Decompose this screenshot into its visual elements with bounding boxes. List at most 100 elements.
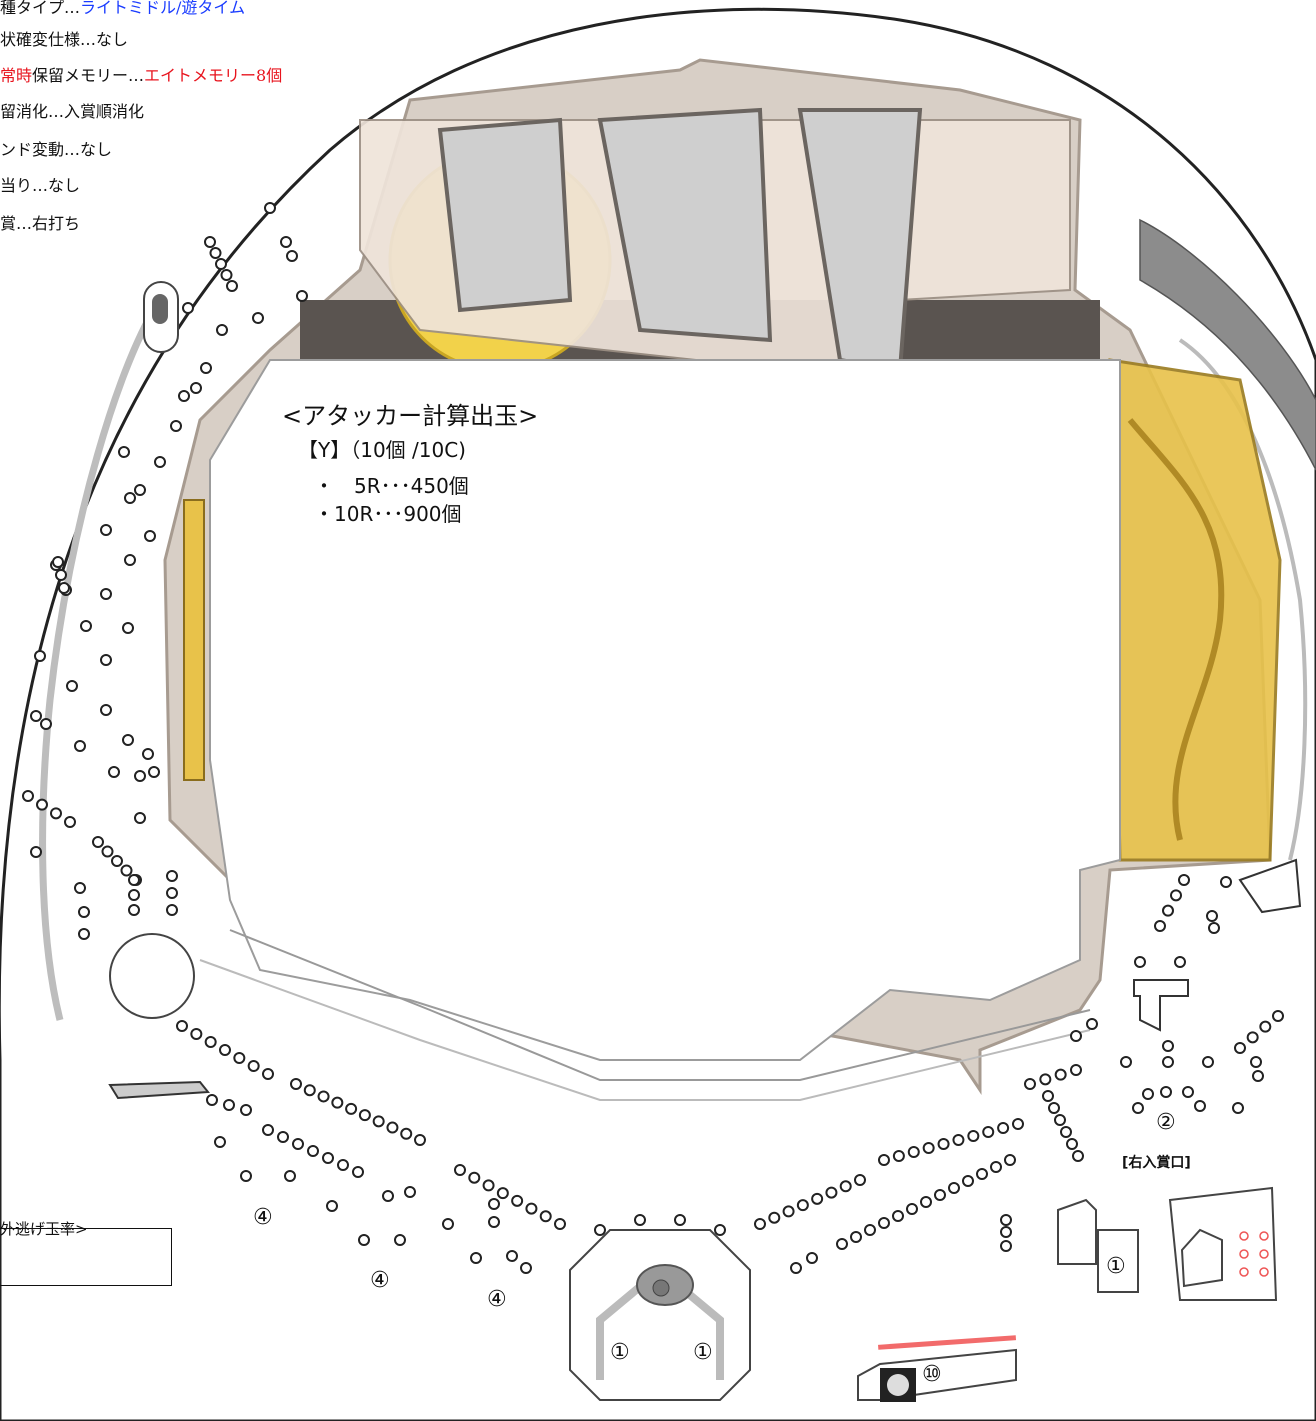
nail-pin [215,258,227,270]
nail-pin [296,290,308,302]
spec-line-type: 種タイプ…ライトミドル/遊タイム [0,0,245,18]
nail-pin [233,1052,246,1064]
nail-pin [176,1020,188,1032]
nail-pin [634,1214,646,1226]
nail-pin [1162,904,1174,917]
spec-line-hold: 留消化…入賞順消化 [0,102,145,121]
marker-1-pocket: ① [1106,1254,1126,1279]
nail-pin [1246,1031,1259,1044]
red-bar [878,1335,1017,1350]
lower-frame-line [229,929,1091,1081]
nail-pin [307,1145,319,1157]
nail-pin [594,1224,606,1236]
nail-pin [1120,1056,1132,1068]
nail-pin [1024,1078,1036,1090]
nail-pin [120,864,133,877]
nail-pin [1234,1042,1246,1054]
nail-pin [1154,920,1166,932]
nail-pin [100,654,112,666]
nail-pin [1004,1154,1016,1166]
nail-pin [892,1210,904,1222]
nail-pin [358,1109,371,1122]
nail-pin [948,1182,960,1194]
nail-pin [539,1210,552,1223]
nail-pin [864,1224,876,1236]
nail-pin [262,1068,274,1080]
nail-pin [1000,1226,1012,1238]
nail-pin [1012,1118,1024,1130]
nail-pin [290,1078,302,1090]
nail-pin [144,530,156,542]
nail-pin [30,710,42,722]
nail-pin [178,390,190,402]
nail-pin [967,1130,980,1142]
nail-pin [850,1231,862,1243]
nail-pin [122,734,134,746]
nail-pin [1208,922,1220,934]
nail-pin [854,1174,866,1186]
nail-pin [1070,1030,1082,1042]
marker-4-a: ④ [253,1205,273,1230]
nail-pin [118,446,130,458]
nail-pin [372,1115,385,1128]
nail-pin [124,492,136,504]
nail-pin [262,1124,274,1136]
nail-pin [124,554,136,566]
nail-pin [382,1190,394,1202]
nail-pin [796,1199,809,1212]
nail-pin [952,1134,965,1146]
marker-1-left: ① [610,1340,630,1365]
nail-pin [74,740,86,752]
nail-pin [148,766,160,778]
nail-pin [206,1094,218,1106]
nail-pin [284,1170,296,1182]
nail-pin [1206,910,1218,922]
nail-pin [482,1179,495,1192]
nail-pin [170,420,182,432]
nail-pin [36,798,48,811]
nail-pin [50,807,62,820]
nail-pin [352,1166,364,1178]
nail-pin [1134,956,1146,968]
nail-pin [1232,1102,1244,1114]
nail-pin [937,1138,950,1150]
nail-pin [200,362,212,374]
marker-4-b: ④ [370,1268,390,1293]
nail-pin [101,845,114,858]
spec-line-right: 賞…右打ち [0,214,81,233]
nail-pin [1160,1086,1172,1098]
nail-pin [122,622,134,634]
spec-memory-prefix: 常時 [0,66,33,85]
right-pocket-1 [1097,1229,1139,1293]
nail-pin [34,650,46,662]
nail-pin [1252,1070,1264,1082]
nail-pin [907,1146,920,1158]
nail-pin [404,1186,416,1198]
nail-pin [190,1028,203,1040]
left-rail [39,298,163,1021]
nail-pin [982,1126,995,1138]
nail-pin [1162,1040,1174,1052]
nail-pin [1170,889,1182,902]
nail-pin [52,556,64,568]
nail-pin [303,1084,316,1097]
nail-pin [280,236,292,248]
nail-pin [134,812,146,824]
nail-pin [934,1189,946,1201]
nail-pin [1086,1018,1098,1030]
spec-line-hit: 当り…なし [0,176,81,195]
nail-pin [78,928,90,940]
nail-pin [839,1180,852,1193]
nail-pin [80,620,92,632]
nail-pin [520,1262,532,1274]
nail-pin [92,836,104,848]
nail-pin [414,1134,426,1146]
spec-memory-label: 保留メモリー… [32,66,145,85]
nail-pin [488,1216,500,1228]
nail-pin [1142,1088,1154,1100]
left-big-circle [109,933,195,1019]
board-outline [0,7,1316,1421]
right-rail [1139,218,1316,471]
nail-pin [100,524,112,536]
